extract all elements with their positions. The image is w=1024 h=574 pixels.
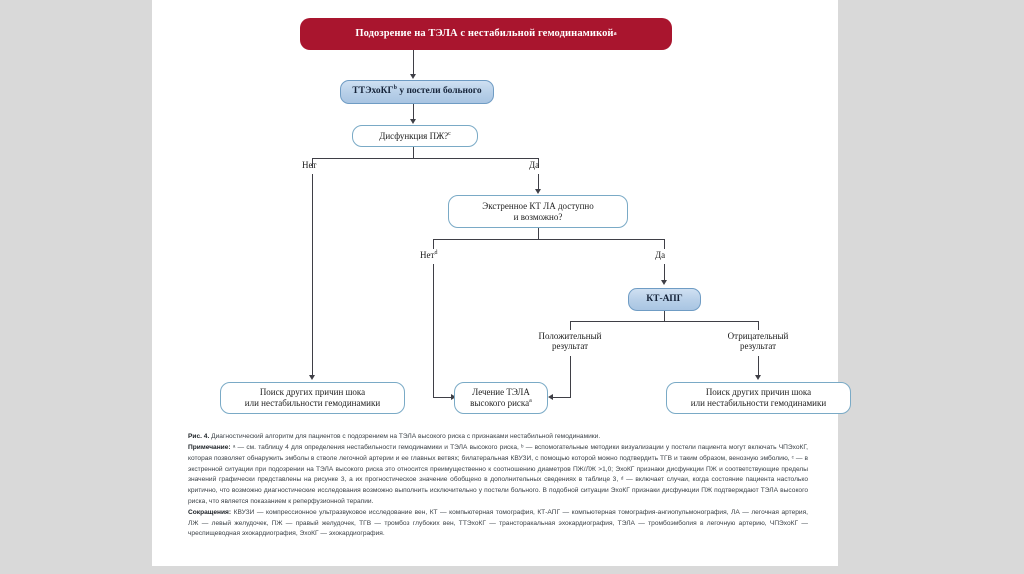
figure-caption-block: Рис. 4. Диагностический алгоритм для пац… [188, 432, 808, 541]
connector-rv-left-drop [312, 158, 313, 168]
branch-label-rv-no: Нет [302, 160, 317, 170]
connector-rv-stub [413, 147, 414, 159]
connector-rv-split-bar [312, 158, 538, 159]
figure-notes: Примечание: ᵃ — см. таблицу 4 для опреде… [188, 443, 808, 507]
node-outcome-mid-superscript: a [529, 398, 532, 404]
abbreviations-label: Сокращения: [188, 508, 232, 516]
arrowhead-ct-yes-to-ctpa [660, 280, 667, 285]
connector-ctpa-right-drop [758, 321, 759, 330]
connector-tte-to-rv [413, 104, 414, 121]
branch-label-ct-no: Нетd [420, 250, 438, 260]
figure-number-label: Рис. 4. [188, 433, 210, 440]
connector-rv-yes-to-ct [538, 174, 539, 191]
arrowhead-ctpa-positive-to-treatment [548, 393, 553, 400]
arrowhead-rv-yes-to-ct [534, 189, 541, 194]
connector-rv-right-drop [538, 158, 539, 168]
arrowhead-rv-no-to-outcome [308, 375, 315, 380]
node-rv-dysfunction-superscript: c [448, 130, 451, 137]
connector-ct-yes-to-ctpa [664, 264, 665, 282]
arrowhead-ctpa-negative-to-outcome [754, 375, 761, 380]
figure-title-text: Диагностический алгоритм для пациентов с… [209, 433, 601, 440]
node-bedside-tte[interactable]: ТТЭхоКГb у постели больного [340, 80, 494, 104]
connector-ctpa-left-drop [570, 321, 571, 330]
connector-ctpa-positive-to-treatment [570, 356, 571, 397]
connector-ct-split-bar [433, 239, 664, 240]
connector-ct-no-to-treatment [433, 264, 434, 397]
node-suspicion-label: Подозрение на ТЭЛА с нестабильной гемоди… [355, 27, 614, 39]
node-outcome-left-line1: Поиск других причин шока [259, 387, 366, 398]
node-ctpa-label: КТ-АПГ [646, 293, 683, 304]
node-outcome-mid-line2: высокого риска [470, 398, 530, 408]
connector-ctpa-positive-horizontal [552, 397, 571, 398]
node-ct-availability-decision[interactable]: Экстренное КТ ЛА доступно и возможно? [448, 195, 628, 228]
figure-abbreviations: Сокращения: КВУЗИ — компрессионное ультр… [188, 508, 808, 540]
connector-ct-right-drop [664, 239, 665, 249]
node-ct-availability-line1: Экстренное КТ ЛА доступно [482, 200, 594, 211]
figure-sheet: Подозрение на ТЭЛА с нестабильной гемоди… [152, 0, 851, 566]
abbreviations-text: КВУЗИ — компрессионное ультразвуковое ис… [188, 508, 808, 538]
connector-ct-left-drop [433, 239, 434, 249]
connector-ct-no-horizontal [433, 397, 453, 398]
arrowhead-tte-to-rv [409, 119, 416, 124]
node-outcome-mid-line1: Лечение ТЭЛА [472, 387, 530, 398]
connector-ctpa-negative-to-outcome [758, 356, 759, 377]
connector-suspicion-to-tte [413, 50, 414, 76]
node-outcome-right-line2: или нестабильности гемодинамики [690, 398, 827, 408]
arrowhead-suspicion-to-tte [409, 74, 416, 79]
node-bedside-tte-tail: у постели больного [396, 86, 482, 97]
node-ctpa[interactable]: КТ-АПГ [628, 288, 701, 311]
notes-label: Примечание: [188, 444, 231, 452]
node-rv-dysfunction-decision[interactable]: Дисфункция ПЖ?c [352, 125, 478, 147]
node-outcome-other-causes-right[interactable]: Поиск других причин шока или нестабильно… [666, 382, 851, 414]
flowchart-canvas: Подозрение на ТЭЛА с нестабильной гемоди… [152, 0, 851, 430]
node-outcome-right-line1: Поиск других причин шока [705, 387, 812, 398]
figure-title-line: Рис. 4. Диагностический алгоритм для пац… [188, 432, 808, 443]
node-bedside-tte-superscript: b [393, 85, 397, 92]
node-outcome-other-causes-left[interactable]: Поиск других причин шока или нестабильно… [220, 382, 405, 414]
node-bedside-tte-abbr: ТТЭхоКГ [352, 86, 394, 97]
connector-ct-stub [538, 228, 539, 240]
node-ct-availability-line2: и возможно? [513, 211, 563, 222]
node-rv-dysfunction-label: Дисфункция ПЖ? [379, 130, 449, 141]
branch-label-ct-yes: Да [655, 250, 666, 260]
node-outcome-treat-high-risk-pe[interactable]: Лечение ТЭЛА высокого рискаa [454, 382, 548, 414]
notes-text: ᵃ — см. таблицу 4 для определения нестаб… [188, 444, 808, 505]
node-suspicion-high-risk-pe[interactable]: Подозрение на ТЭЛА с нестабильной гемоди… [300, 18, 672, 50]
document-page: Подозрение на ТЭЛА с нестабильной гемоди… [152, 0, 851, 566]
connector-ctpa-split-bar [570, 321, 758, 322]
arrowhead-ct-no-to-treatment [451, 393, 456, 400]
node-outcome-left-line2: или нестабильности гемодинамики [244, 398, 381, 408]
connector-rv-no-to-outcome [312, 174, 313, 377]
branch-label-rv-yes: Да [529, 160, 540, 170]
connector-ctpa-stub [664, 311, 665, 322]
